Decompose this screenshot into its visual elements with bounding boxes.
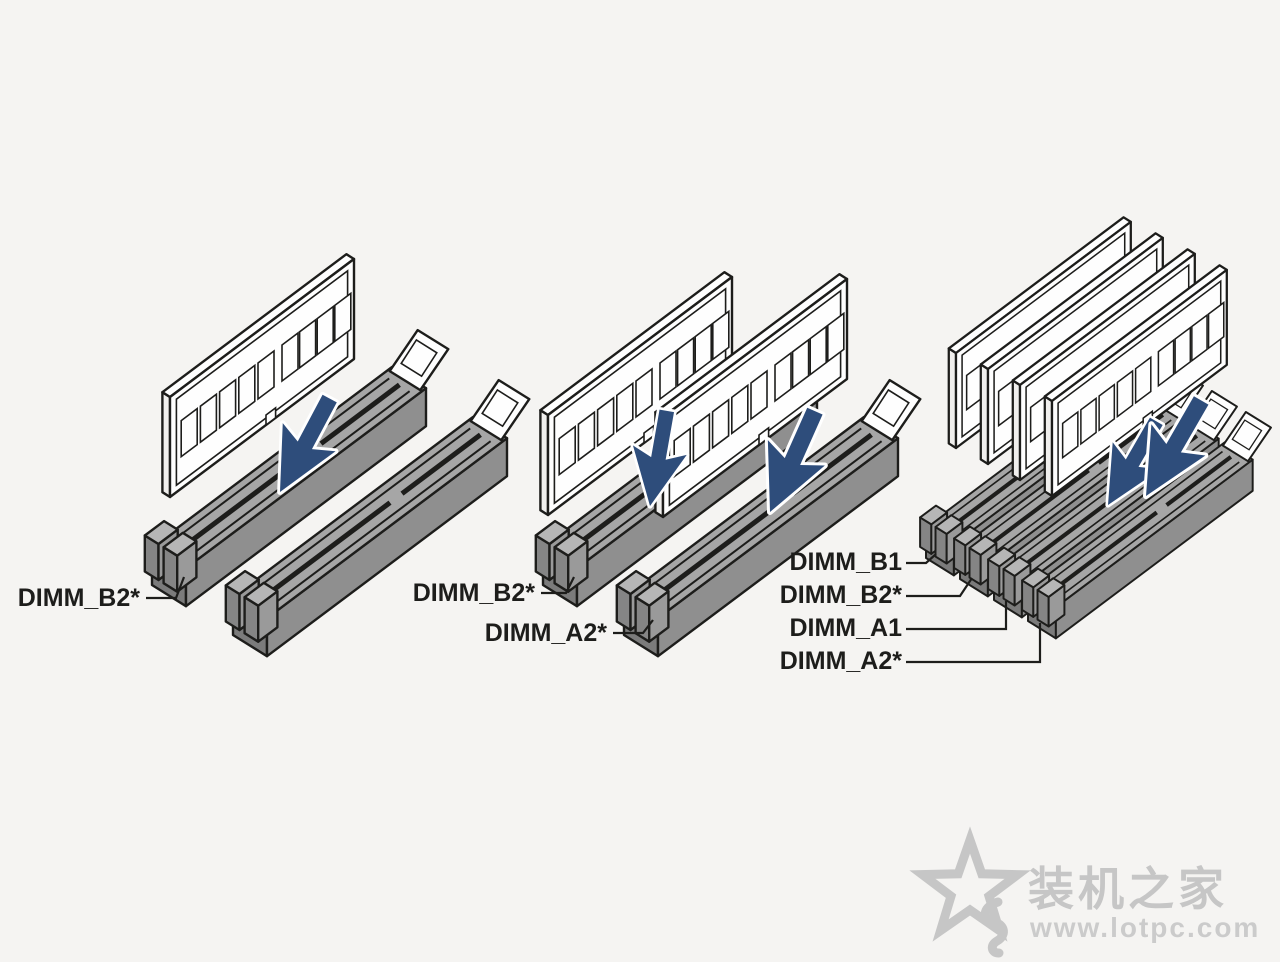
star-logo-icon (909, 826, 1031, 942)
panel-install-one-dimm: DIMM_B2* (18, 252, 530, 656)
watermark-brand: 装机之家 (1028, 862, 1228, 916)
label-dimm-a2: DIMM_A2* (780, 647, 903, 675)
label-dimm-b1: DIMM_B1 (789, 548, 902, 576)
label-dimm-b2: DIMM_B2* (18, 584, 141, 612)
label-dimm-b2: DIMM_B2* (413, 579, 536, 607)
label-dimm-b2: DIMM_B2* (780, 581, 903, 609)
panel-install-four-dimms: DIMM_B1 DIMM_B2* DIMM_A1 DIMM_A2* (780, 216, 1271, 675)
watermark-url: www.lotpc.com (1029, 912, 1260, 943)
leader-line (906, 577, 973, 598)
star-logo-curl (980, 897, 1008, 958)
watermark: 装机之家 www.lotpc.com (909, 826, 1260, 958)
panel-install-two-dimms: DIMM_B2* DIMM_A2* (413, 271, 921, 656)
leader-line (906, 601, 1008, 631)
leader-line (613, 619, 654, 635)
label-dimm-a1: DIMM_A1 (789, 614, 902, 642)
leader-line (146, 576, 186, 600)
leader-line (541, 576, 575, 595)
leader-line (906, 553, 937, 565)
leader-line (906, 623, 1042, 664)
label-dimm-a2: DIMM_A2* (485, 619, 608, 647)
